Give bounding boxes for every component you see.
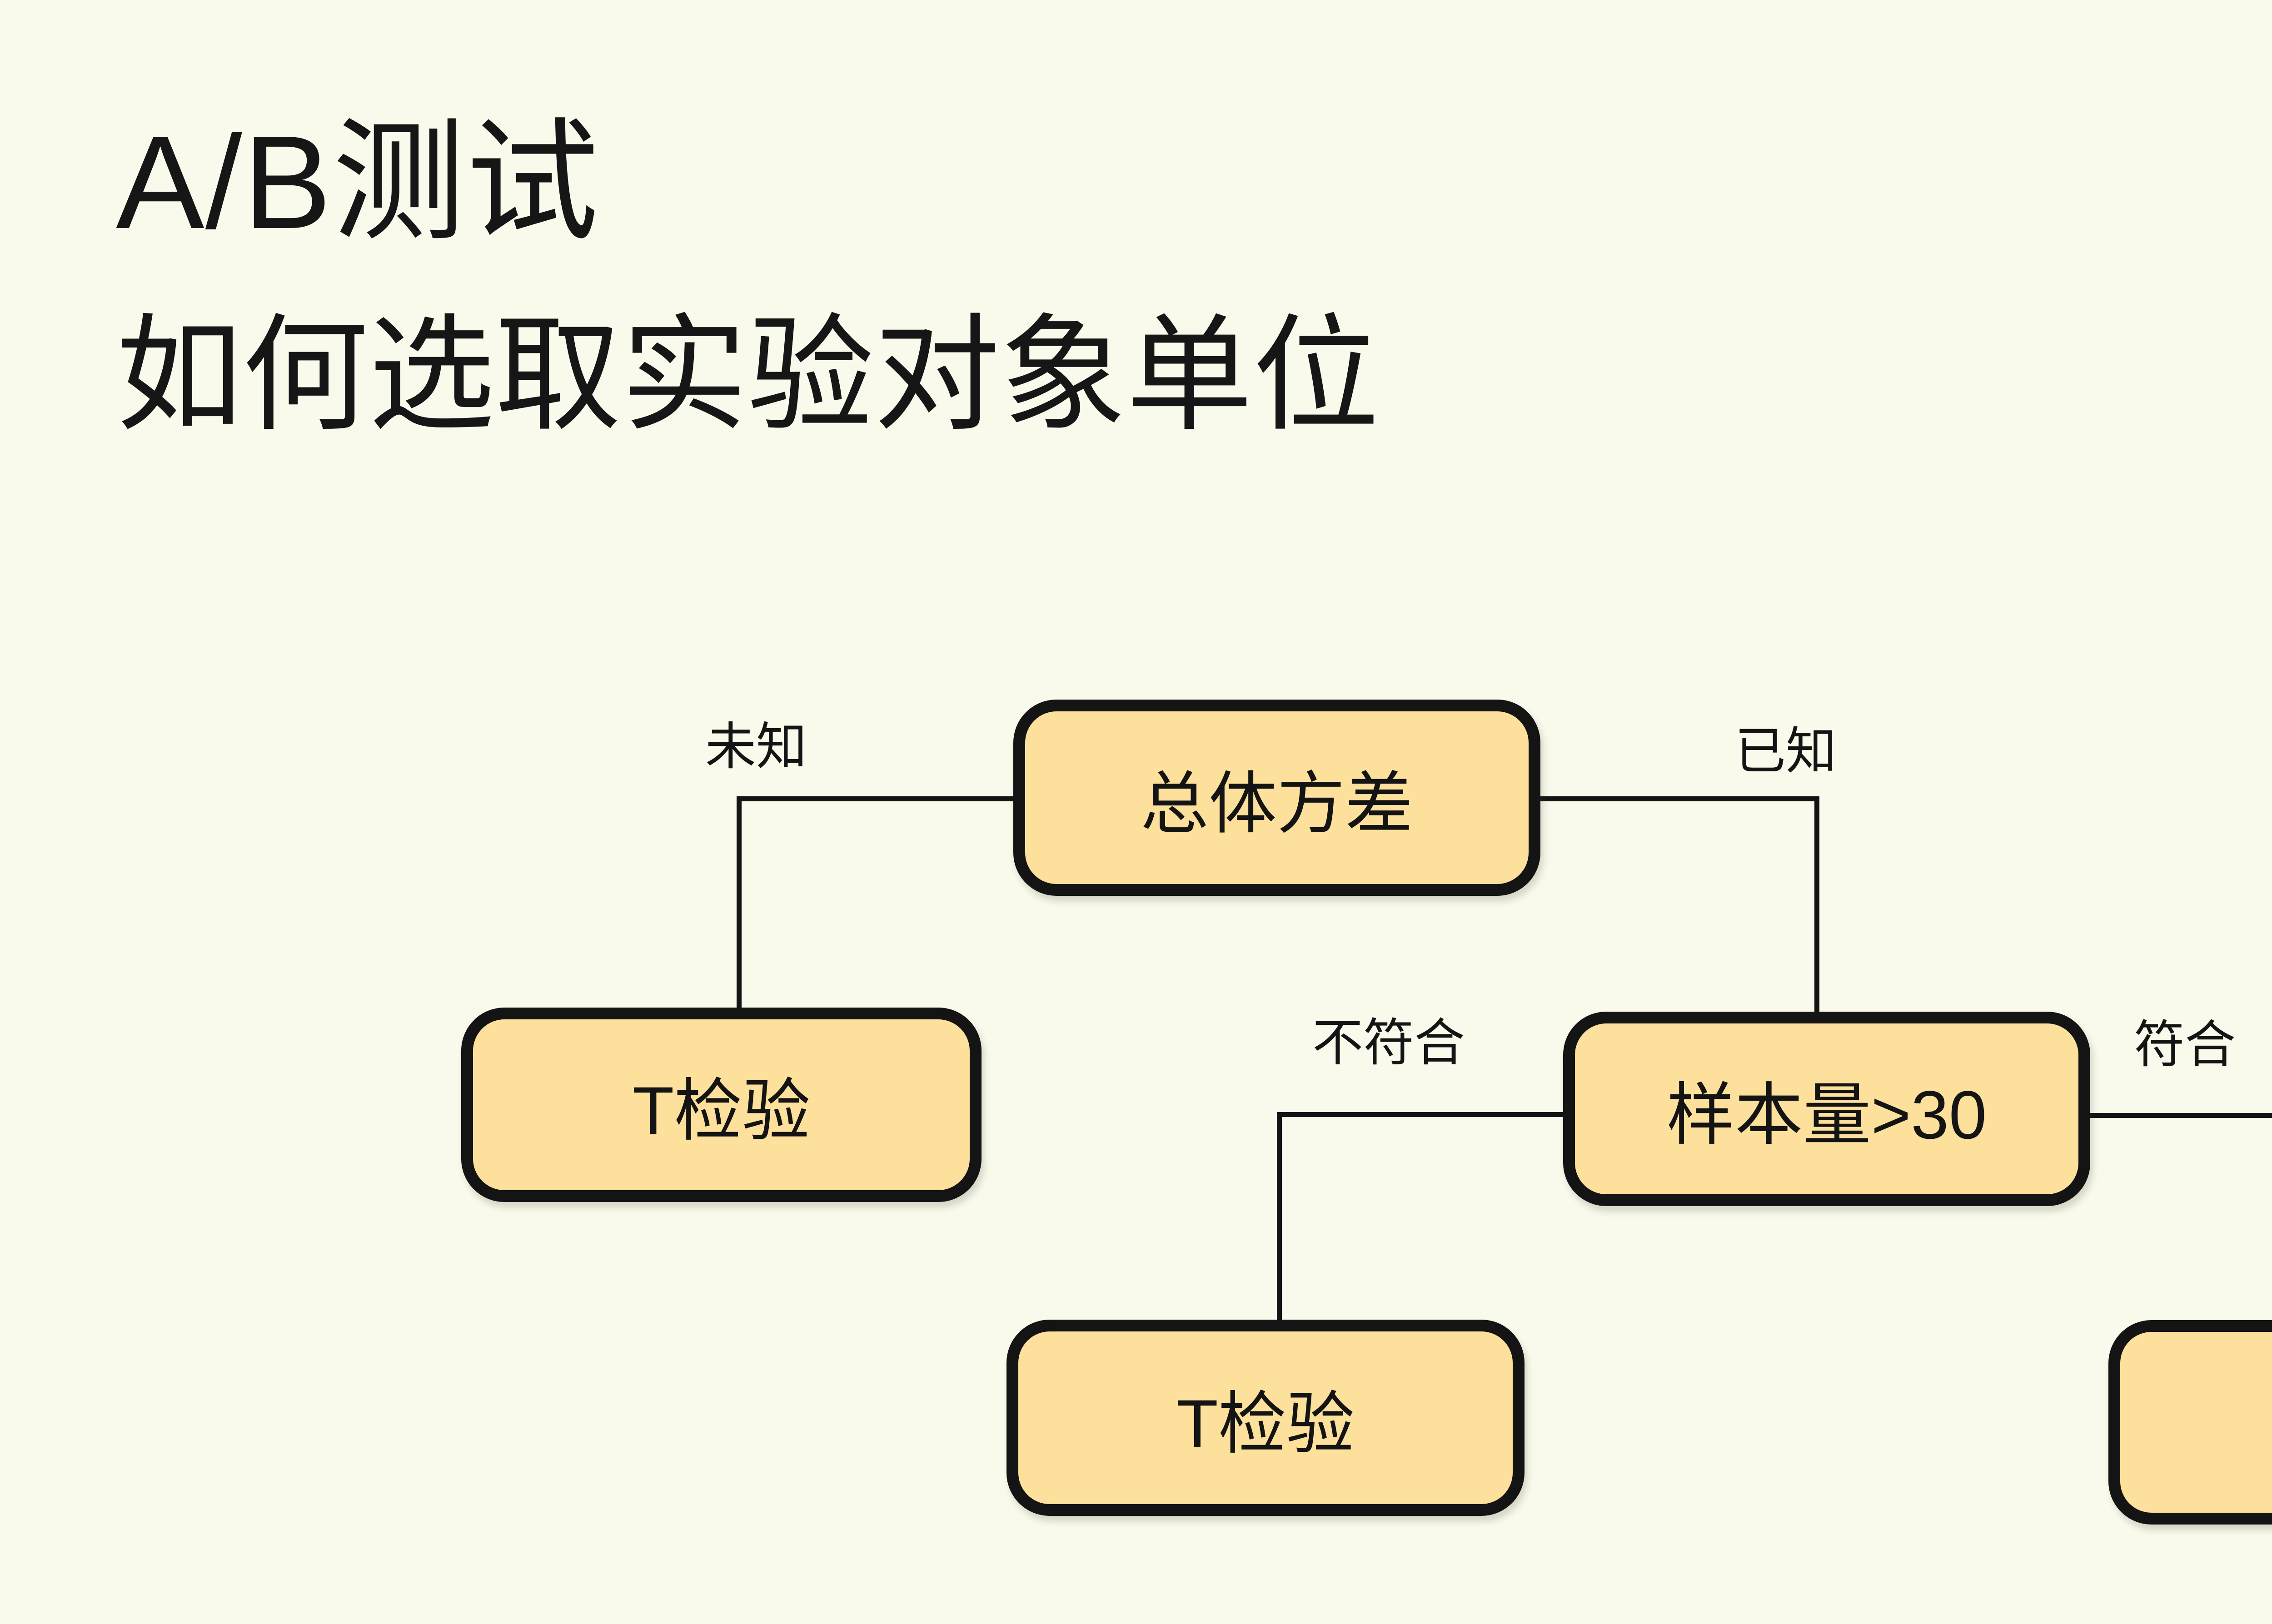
- node-population-variance: 总体方差: [1013, 700, 1540, 896]
- edge-label-not-meet: 不符合: [1312, 1014, 1465, 1071]
- node-t-test-bottom: T检验: [1006, 1320, 1525, 1516]
- edge-label-meet: 符合: [2134, 1016, 2236, 1073]
- edge-label-unknown: 未知: [705, 718, 807, 775]
- edge-root-to-t-left-horizontal: [737, 796, 1013, 801]
- page-title: A/B测试: [116, 108, 600, 256]
- slide-header: A/B测试 如何选取实验对象单位: [116, 116, 1379, 438]
- page-subtitle: 如何选取实验对象单位: [116, 304, 1379, 446]
- edge-root-to-sample-horizontal: [1540, 796, 1819, 801]
- edge-sample-to-z-horizontal: [2090, 1113, 2272, 1118]
- edge-root-to-t-left-vertical: [737, 796, 742, 1010]
- node-sample-size-gt-30: 样本量>30: [1563, 1012, 2090, 1206]
- edge-root-to-sample-vertical: [1814, 796, 1819, 1014]
- node-z-test: Z检验: [2108, 1320, 2272, 1525]
- node-t-test-left: T检验: [461, 1008, 982, 1202]
- edge-sample-to-t-bottom-vertical: [1277, 1112, 1282, 1322]
- edge-sample-to-t-bottom-horizontal: [1277, 1112, 1563, 1117]
- edge-label-known: 已知: [1735, 723, 1837, 780]
